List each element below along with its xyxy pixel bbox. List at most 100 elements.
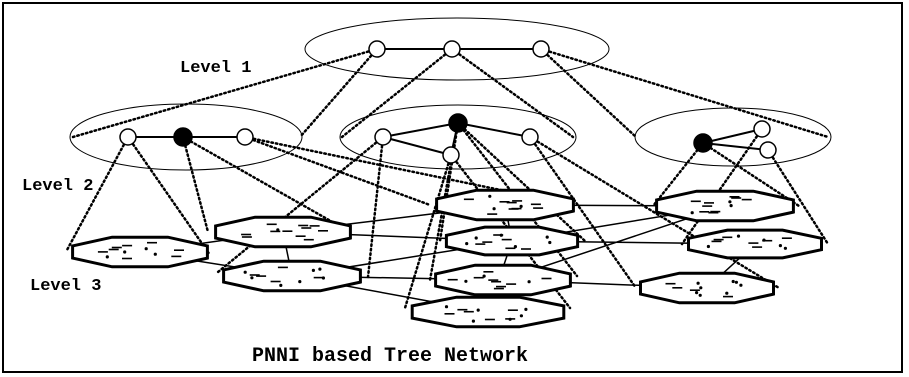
- texture-dot: [508, 317, 512, 321]
- level3-octagon: [71, 235, 209, 269]
- texture-dot: [488, 194, 492, 198]
- texture-dot: [318, 267, 322, 271]
- level2-label: Level 2: [22, 177, 93, 196]
- texture-dot: [123, 250, 127, 254]
- level3-peer-groups: [71, 188, 823, 329]
- level2-node-leader: [693, 133, 713, 153]
- level1-label: Level 1: [180, 59, 251, 78]
- level2-right-link-b: [702, 142, 769, 151]
- texture-dot: [321, 276, 325, 280]
- level3-peer-group: [687, 228, 823, 260]
- texture-dot: [706, 244, 711, 249]
- texture-dot: [105, 255, 109, 259]
- level3-octagon: [435, 188, 575, 222]
- level1-ellipse: [304, 17, 610, 81]
- texture-dot: [444, 305, 449, 309]
- level2-peer-group-right: [634, 107, 832, 167]
- dotted-link: [65, 135, 130, 252]
- dotted-link: [701, 141, 801, 208]
- dotted-link: [298, 47, 379, 139]
- dotted-link: [243, 135, 432, 207]
- dotted-link: [450, 47, 575, 139]
- texture-dot: [728, 200, 732, 204]
- level3-peer-group: [222, 259, 362, 293]
- texture-dot: [519, 204, 523, 208]
- dotted-link: [528, 135, 781, 290]
- texture-dot: [739, 283, 743, 287]
- level3-octagon: [444, 225, 580, 257]
- level3-peer-group: [435, 188, 575, 222]
- hierarchy-dotted-lines: [65, 47, 830, 310]
- dotted-link: [651, 141, 705, 208]
- texture-dot: [474, 236, 478, 240]
- level2-node-open: [374, 128, 392, 146]
- texture-dot: [492, 207, 496, 211]
- texture-dot: [153, 252, 157, 256]
- level3-peer-group: [655, 189, 795, 223]
- level3-peer-group: [444, 225, 580, 257]
- texture-dot: [729, 204, 733, 208]
- level1-node-open: [532, 40, 550, 58]
- level3-octagon: [639, 271, 775, 305]
- dotted-link: [340, 47, 454, 139]
- dotted-link: [366, 135, 385, 279]
- level3-octagon: [434, 263, 572, 297]
- level3-peer-group: [410, 295, 566, 329]
- texture-dot: [734, 280, 739, 284]
- level2-mid-link-c: [382, 136, 452, 156]
- level3-peer-group: [639, 271, 775, 305]
- level2-ellipse-middle: [339, 104, 577, 170]
- level2-mid-link-a: [382, 122, 459, 138]
- texture-dot: [698, 293, 702, 297]
- level2-node-open: [119, 128, 137, 146]
- nodes: [119, 40, 777, 164]
- dotted-link: [528, 135, 638, 290]
- level2-node-leader: [173, 127, 193, 147]
- texture-dot: [464, 279, 468, 283]
- dotted-link: [181, 135, 352, 234]
- level1-node-open: [368, 40, 386, 58]
- texture-dot: [699, 286, 703, 290]
- texture-dot: [725, 291, 729, 295]
- texture-dot: [250, 276, 254, 280]
- texture-dot: [279, 283, 283, 287]
- texture-dot: [298, 280, 302, 284]
- texture-dot: [311, 268, 315, 272]
- level2-mid-link-b: [457, 122, 531, 138]
- texture-dot: [783, 246, 788, 250]
- level2-node-open: [759, 141, 777, 159]
- dotted-link: [456, 121, 587, 243]
- level3-octagon: [655, 189, 795, 223]
- level2-right-link-a: [702, 128, 763, 144]
- texture-dot: [471, 319, 475, 323]
- level3-label: Level 3: [30, 277, 101, 296]
- texture-dot: [545, 235, 549, 239]
- texture-dot: [513, 245, 518, 249]
- level3-octagon: [410, 295, 566, 329]
- level1-node-open: [443, 40, 461, 58]
- level3-peer-group: [434, 263, 572, 297]
- texture-dot: [731, 279, 735, 284]
- dotted-link: [71, 47, 379, 139]
- level3-octagon: [222, 259, 362, 293]
- level2-node-leader: [448, 113, 468, 133]
- texture-dot: [465, 242, 469, 246]
- texture-dot: [243, 270, 247, 274]
- dotted-link: [539, 47, 830, 139]
- dotted-link: [181, 135, 210, 234]
- dotted-link: [126, 135, 212, 257]
- dotted-link: [216, 135, 385, 274]
- dotted-link: [766, 148, 830, 246]
- texture-dot: [548, 240, 552, 245]
- diagram-frame: [2, 2, 903, 373]
- level3-octagon: [687, 228, 823, 260]
- texture-dot: [476, 308, 480, 312]
- texture-dot: [736, 234, 741, 238]
- texture-dot: [519, 314, 524, 318]
- level2-node-open: [236, 128, 254, 146]
- texture-dot: [696, 281, 700, 285]
- level3-peer-group: [71, 235, 209, 269]
- dotted-link: [680, 127, 764, 246]
- level2-node-open: [442, 146, 460, 164]
